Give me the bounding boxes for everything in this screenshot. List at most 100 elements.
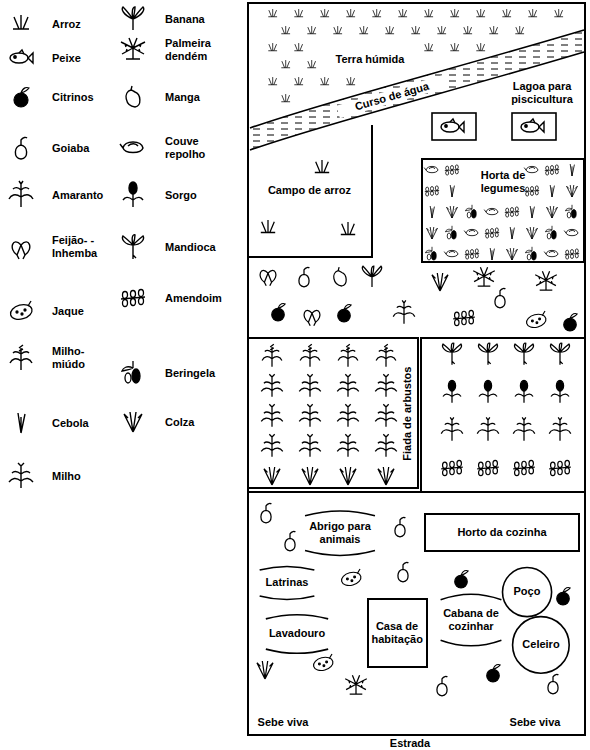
crop-symbol [15, 137, 27, 159]
wash-place: Lavadouro [256, 613, 338, 655]
node-label: Horta de legumes [473, 169, 533, 195]
crop-symbol [337, 434, 359, 457]
crop-symbol [525, 186, 539, 196]
legend-label: Palmeira dendém [165, 37, 221, 62]
crop-symbol [122, 7, 143, 30]
crop-symbol [362, 266, 381, 287]
outline-stroke [502, 567, 551, 616]
crop-symbol [484, 208, 498, 214]
crop-symbol [565, 205, 576, 218]
crop-symbol [477, 460, 499, 475]
legend-label: Arroz [52, 18, 132, 31]
crop-symbol [443, 343, 462, 365]
crop-symbol [463, 26, 472, 34]
crop-symbol [445, 226, 456, 239]
crop-symbol [477, 417, 499, 440]
node-label: Horto da cozinha [442, 526, 562, 539]
crop-symbol [545, 165, 559, 175]
crop-symbol [300, 344, 320, 367]
crop-symbol [123, 182, 143, 207]
legend-label: Manga [165, 91, 245, 104]
crop-symbol [513, 460, 535, 475]
crop-symbol [257, 661, 273, 679]
kitchen-garden: Horto da cozinha [424, 513, 580, 552]
legend-label: Goiaba [52, 142, 132, 155]
crop-symbol [549, 417, 571, 440]
crop-symbol [450, 9, 459, 17]
crop-symbol [549, 460, 571, 475]
crop-symbol [299, 374, 321, 397]
well: Poço [502, 567, 552, 617]
crop-symbol [378, 467, 394, 485]
legend-label: Mandioca [165, 241, 245, 254]
legend-label: Amendoim [165, 292, 245, 305]
area-label: Lagoa para piscicultura [496, 80, 588, 106]
crop-symbol [385, 26, 394, 34]
hedge-label: Sebe viva [248, 716, 318, 729]
legend-label: Sorgo [165, 189, 245, 202]
crop-symbol [281, 94, 290, 102]
crop-symbol [268, 9, 277, 17]
node-label: Celeiro [517, 638, 565, 651]
crop-symbol [557, 587, 571, 605]
crop-symbol [437, 676, 447, 695]
crop-symbol [427, 227, 438, 239]
crop-symbol [372, 9, 381, 17]
crop-symbol [505, 207, 519, 217]
crop-symbol [510, 227, 514, 239]
crop-symbol [453, 310, 475, 325]
crop-symbol [507, 248, 518, 260]
legend-label: Colza [165, 416, 245, 429]
crop-symbol [441, 119, 464, 132]
crop-symbol [443, 380, 461, 403]
crop-symbol [294, 77, 303, 85]
crop-symbol [272, 303, 286, 321]
node-label: Lavadouro [264, 627, 330, 640]
crop-symbol [476, 9, 485, 17]
legend-label: Beringela [165, 367, 245, 380]
crop-symbol [340, 569, 362, 588]
legend-label: Banana [165, 13, 245, 26]
crop-symbol [312, 654, 334, 673]
crop-symbol [527, 227, 538, 239]
crop-symbol [14, 88, 29, 107]
crop-symbol [545, 226, 556, 239]
crop-symbol [307, 26, 316, 34]
crop-symbol [567, 185, 578, 197]
crop-symbol [307, 60, 316, 68]
crop-symbol [281, 26, 290, 34]
crop-symbol [261, 374, 283, 397]
crop-symbol [346, 77, 355, 85]
crop-symbol [261, 503, 271, 522]
crop-symbol [337, 374, 359, 397]
crop-symbol [338, 344, 358, 367]
outline-stroke [513, 617, 570, 674]
crop-symbol [398, 9, 407, 17]
crop-symbol [341, 222, 355, 235]
crop-symbol [294, 43, 303, 51]
crop-symbol [264, 467, 280, 485]
crop-symbol [121, 38, 145, 59]
rice-field: Campo de arroz [248, 125, 373, 258]
crop-symbol [515, 26, 524, 34]
crop-symbol [479, 343, 498, 365]
crop-symbol [121, 290, 145, 307]
crop-symbol [337, 404, 359, 427]
vegetable-garden: Horta de legumes [421, 158, 585, 263]
crop-symbol [430, 206, 434, 218]
crop-symbol [304, 310, 320, 325]
crop-symbol [564, 313, 578, 331]
crop-symbol [551, 343, 570, 365]
crop-symbol [447, 206, 458, 218]
crop-symbol [13, 15, 29, 29]
crop-symbol [122, 361, 140, 383]
crop-symbol [441, 460, 463, 475]
crop-symbol [455, 570, 469, 588]
crop-symbol [495, 288, 505, 307]
crop-symbol [565, 249, 579, 259]
crop-symbol [122, 235, 143, 259]
crop-symbol [12, 242, 30, 259]
legend-label: Milho [52, 470, 132, 483]
crop-symbol [554, 9, 563, 17]
crop-symbol [334, 267, 346, 286]
